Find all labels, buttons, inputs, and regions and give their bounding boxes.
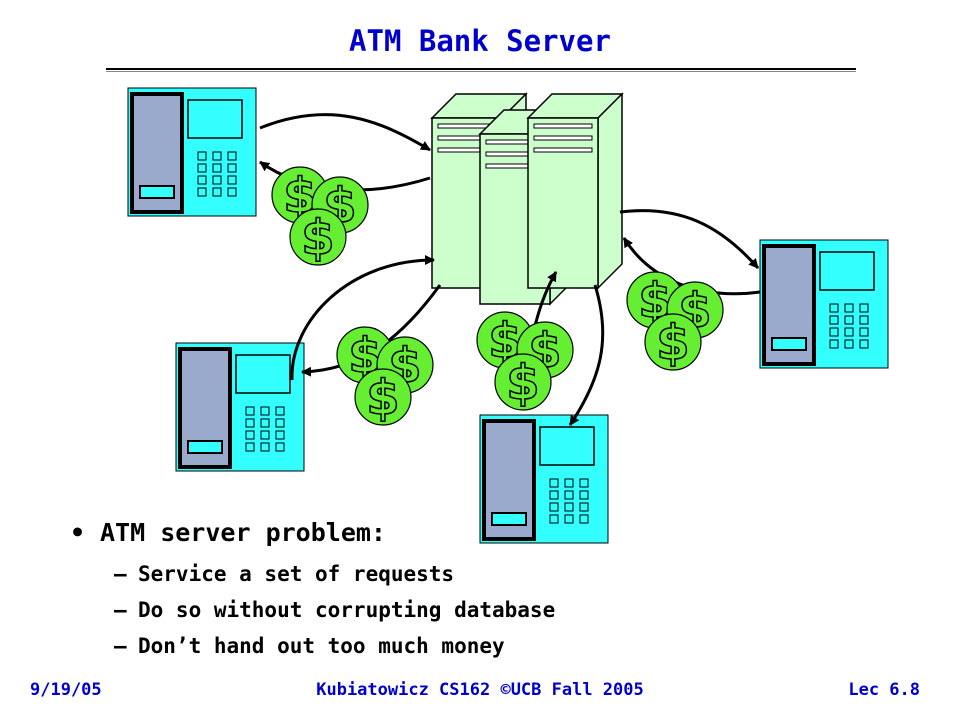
- arrow-server-to-atm4: [619, 209, 760, 269]
- arrow-atm1-to-server: [259, 113, 431, 152]
- sub-bullet-text: Do so without corrupting database: [138, 598, 556, 622]
- svg-text:$: $: [366, 370, 399, 426]
- server-front: [526, 92, 624, 290]
- atm-right: [759, 239, 889, 369]
- dollar-coin-icon: $: [289, 208, 347, 267]
- bank-servers: [430, 92, 624, 306]
- main-bullet-text: ATM server problem:: [100, 518, 386, 547]
- sub-bullet-text: Service a set of requests: [138, 562, 455, 586]
- slide-title: ATM Bank Server: [349, 24, 611, 58]
- dollar-coin-icon: $: [354, 368, 412, 427]
- atm-bottom-center: [479, 414, 609, 544]
- atm-bottom-left: [175, 342, 305, 472]
- svg-text:$: $: [656, 315, 689, 371]
- svg-text:$: $: [301, 210, 334, 266]
- svg-text:$: $: [506, 355, 539, 411]
- dollar-coin-icon: $: [644, 313, 702, 372]
- svg-text:$: $: [348, 328, 381, 384]
- coins-bottom-left: $$$: [336, 326, 434, 427]
- dollar-coin-icon: $: [494, 353, 552, 412]
- coins-bottom-center: $$$: [476, 311, 574, 412]
- footer-date: 9/19/05: [30, 680, 102, 700]
- arrow-atm4-to-server: [622, 237, 761, 296]
- sub-bullet-text: Don’t hand out too much money: [138, 634, 505, 658]
- title-rule: [106, 68, 856, 72]
- coins-right: $$$: [626, 271, 724, 372]
- coins-top-left: $$$: [271, 166, 369, 267]
- arrow-atm2-to-server: [290, 255, 435, 381]
- arrow-server-to-atm3: [568, 284, 605, 426]
- footer-page-number: Lec 6.8: [848, 680, 920, 700]
- request-arrows: [259, 113, 761, 426]
- footer-course: Kubiatowicz CS162 ©UCB Fall 2005: [316, 680, 644, 700]
- atm-top-left: [127, 87, 257, 217]
- bullet-dot: •: [70, 518, 86, 547]
- dollar-coin-icon: $: [271, 166, 329, 225]
- coin-groups: $$$$$$$$$$$$: [271, 166, 724, 427]
- atm-machines: [127, 87, 889, 544]
